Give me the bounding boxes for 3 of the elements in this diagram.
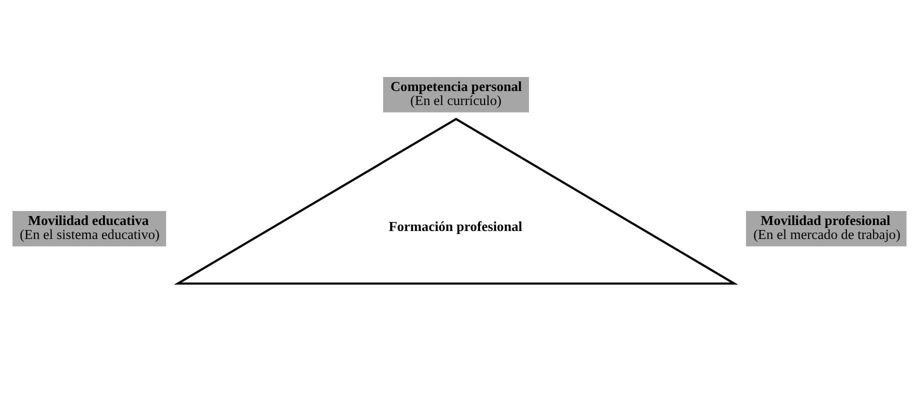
node-box: Competencia personal (En el currículo) [383,77,529,112]
node-box: Movilidad educativa (En el sistema educativo) [12,211,166,246]
node-box: Movilidad profesional (En el mercado de trabajo) [746,211,907,246]
